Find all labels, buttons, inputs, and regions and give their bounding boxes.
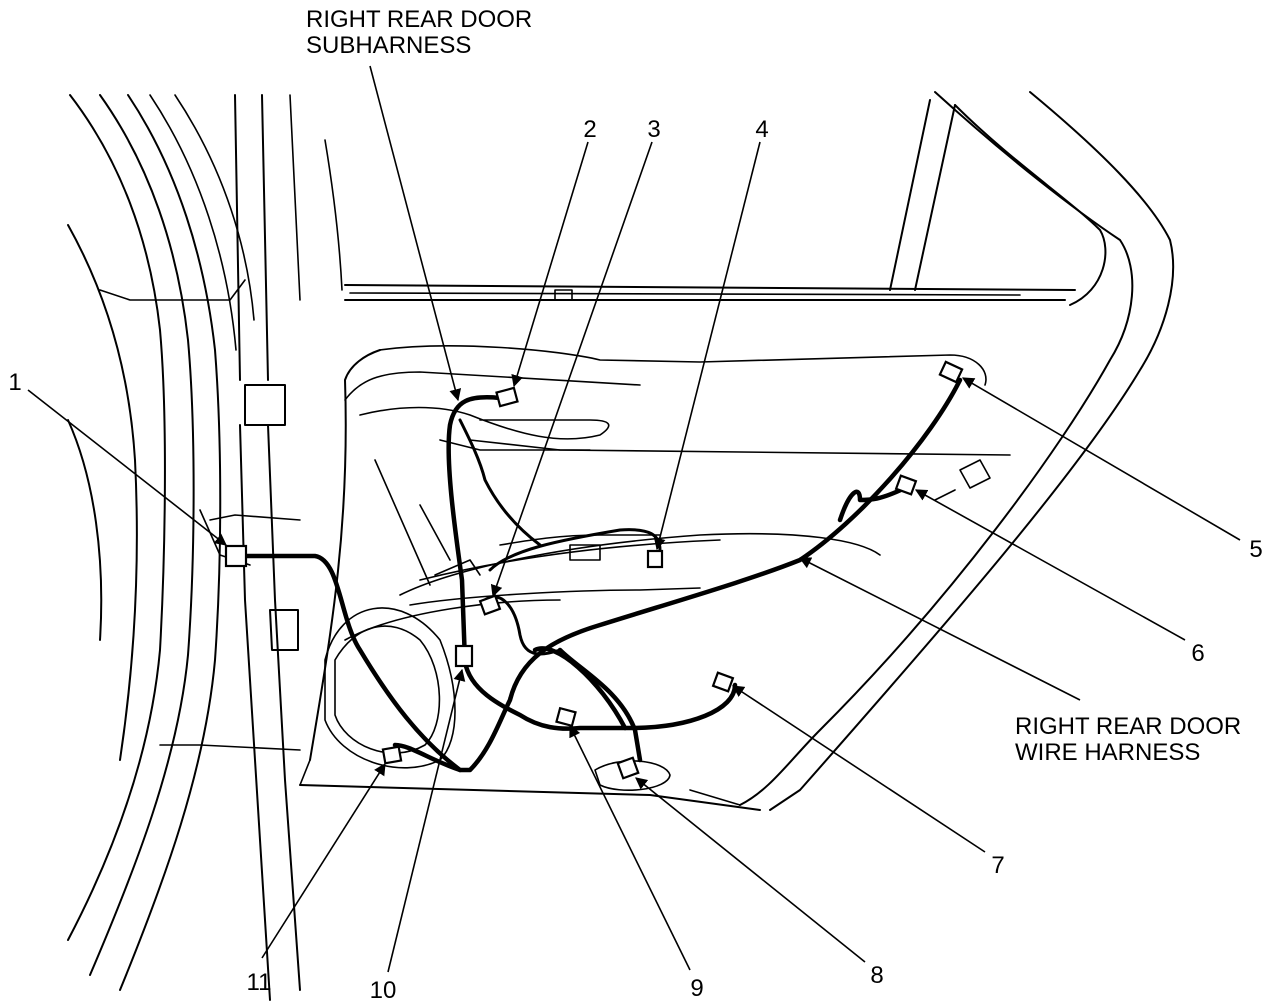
harness-center-loop [532,646,628,731]
callout-10: 10 [370,977,397,1004]
leader-4 [653,141,761,551]
callout-6: 6 [1191,640,1204,667]
connector-6 [894,474,918,496]
callout-4: 4 [755,116,768,143]
callout-2: 2 [583,116,596,143]
connector-5 [938,360,964,384]
wire-harness-label-line2: WIRE HARNESS [1015,739,1200,766]
harness-lower-run [462,659,738,731]
harness-branch-6 [837,485,908,523]
wire-harness [237,377,963,773]
connector-7 [711,671,735,693]
leader-2 [511,141,589,388]
leader-wire-harness [798,557,1081,701]
connector-9 [555,706,577,728]
callout-5: 5 [1249,536,1262,563]
vehicle-body-lines [67,94,343,1001]
subharness-label-line1: RIGHT REAR DOOR [306,6,532,33]
subharness-run [446,395,503,665]
leader-9 [569,724,691,971]
leader-3 [490,141,653,598]
leader-10 [387,668,466,973]
subharness-label-line2: SUBHARNESS [306,32,471,59]
harness-left-run [237,377,963,773]
leader-11 [261,762,386,959]
harness-branch-11 [392,742,463,773]
connector-3 [478,594,502,616]
callout-11: 11 [247,969,272,996]
text-labels: RIGHT REAR DOOR SUBHARNESS RIGHT REAR DO… [8,6,1262,1004]
connector-2 [495,386,519,408]
leader-7 [731,685,986,853]
callout-1: 1 [8,369,21,396]
callout-3: 3 [647,116,660,143]
leader-subharness [369,65,462,402]
connectors [224,360,964,780]
callout-7: 7 [991,852,1004,879]
connector-4 [646,549,664,569]
connector-8 [616,756,640,780]
door-panel-outline [299,91,1175,811]
connector-1 [224,544,248,568]
leader-5 [961,377,1241,541]
leader-lines [27,65,1241,973]
leader-1 [27,389,227,546]
callout-8: 8 [870,962,883,989]
leader-6 [914,489,1186,641]
wire-harness-label-line1: RIGHT REAR DOOR [1015,713,1241,740]
leader-8 [635,777,866,963]
connector-10 [454,644,474,668]
harness-branch-8 [557,647,643,763]
callout-9: 9 [690,975,703,1002]
connector-11 [381,745,403,765]
